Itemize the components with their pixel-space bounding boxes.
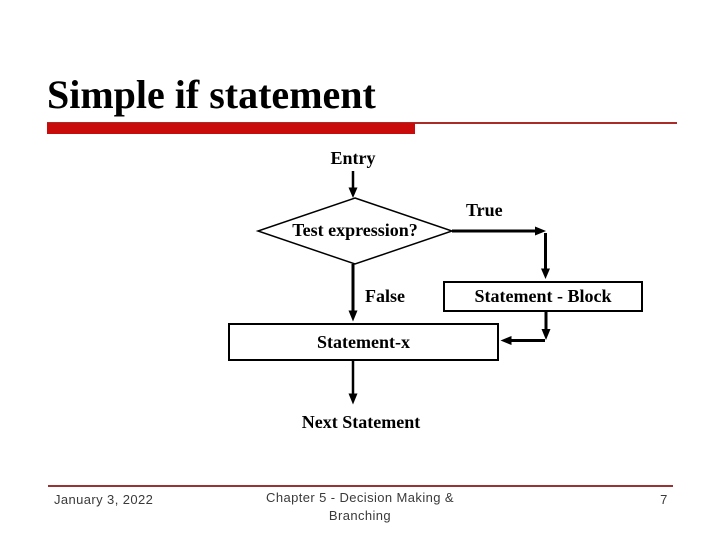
footer-divider bbox=[48, 485, 673, 487]
entry-label: Entry bbox=[330, 148, 376, 168]
true-branch-arrow bbox=[452, 226, 546, 236]
footer-chapter: Chapter 5 - Decision Making & Branching bbox=[266, 490, 454, 523]
false-label: False bbox=[365, 286, 405, 306]
true-label: True bbox=[466, 200, 503, 220]
statement-block-label: Statement - Block bbox=[474, 286, 612, 306]
decision-diamond bbox=[255, 197, 455, 265]
condition-label: Test expression? bbox=[292, 220, 418, 240]
statement-x-box: Statement-x bbox=[228, 323, 499, 361]
false-arrow bbox=[348, 264, 358, 322]
next-arrow bbox=[348, 361, 358, 405]
block-down-arrow bbox=[541, 312, 551, 340]
entry-arrow bbox=[348, 171, 358, 198]
title-underline-bar bbox=[47, 123, 415, 134]
footer-page-number: 7 bbox=[660, 492, 668, 507]
slide-title: Simple if statement bbox=[47, 72, 376, 117]
block-left-arrow bbox=[500, 336, 545, 345]
true-down-arrow bbox=[541, 233, 550, 279]
next-statement-label: Next Statement bbox=[301, 412, 421, 432]
statement-x-label: Statement-x bbox=[317, 331, 410, 352]
footer-date: January 3, 2022 bbox=[54, 492, 154, 507]
statement-block-box: Statement - Block bbox=[443, 281, 643, 312]
